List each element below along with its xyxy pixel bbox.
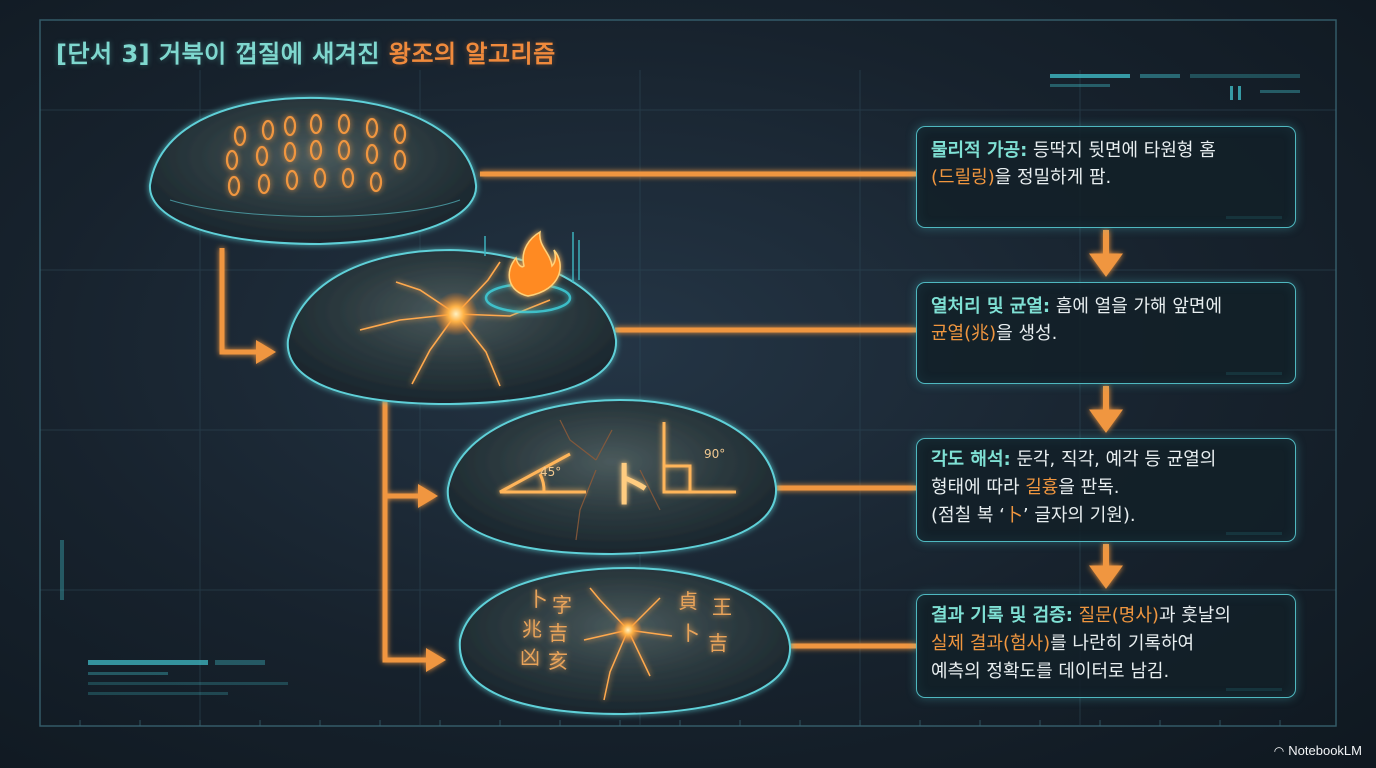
step-2-text-a: 흠에 열을 가해 앞면에 xyxy=(1050,296,1222,317)
shell-3-angles: 45° 90° 卜 xyxy=(448,400,776,554)
step-2-text-b: 을 생성. xyxy=(996,323,1057,344)
step-box-2: 열처리 및 균열: 흠에 열을 가해 앞면에 균열(兆)을 생성. xyxy=(916,282,1296,384)
watermark: ◠ NotebookLM xyxy=(1274,743,1362,758)
step-3-text-d: (점칠 복 ‘ xyxy=(931,505,1005,526)
step-4-highlight-a: 질문(명사) xyxy=(1073,605,1159,626)
svg-text:吉: 吉 xyxy=(548,621,568,645)
svg-text:王: 王 xyxy=(712,595,732,619)
step-3-glyph: 卜 xyxy=(1005,505,1023,526)
shell-1-drilled xyxy=(150,98,476,244)
page-title: [단서 3] 거북이 껍질에 새겨진 왕조의 알고리즘 xyxy=(56,34,556,69)
frame-ticks xyxy=(80,720,1280,726)
title-text: [단서 3] 거북이 껍질에 새겨진 xyxy=(56,40,389,68)
step-2-label: 열처리 및 균열: xyxy=(931,296,1050,317)
step-3-text-a: 둔각, 직각, 예각 등 균열의 xyxy=(1011,449,1217,470)
oracle-glyph-bu: 卜 xyxy=(606,460,650,511)
step-1-highlight: (드릴링) xyxy=(931,167,995,188)
step-3-text-c: 을 판독. xyxy=(1058,477,1119,498)
shell-4-inscribed: 卜 字 兆 吉 凶 亥 貞 王 卜 吉 xyxy=(460,568,790,714)
svg-text:貞: 貞 xyxy=(678,589,698,613)
svg-text:兆: 兆 xyxy=(522,617,542,641)
hud-readout-bottom-left xyxy=(60,540,288,695)
notebooklm-logo-icon: ◠ xyxy=(1274,744,1284,758)
watermark-text: NotebookLM xyxy=(1288,743,1362,758)
step-box-3: 각도 해석: 둔각, 직각, 예각 등 균열의 형태에 따라 길흉을 판독. (… xyxy=(916,438,1296,542)
step-box-4: 결과 기록 및 검증: 질문(명사)과 훗날의 실제 결과(험사)를 나란히 기… xyxy=(916,594,1296,698)
step-1-text-b: 을 정밀하게 팜. xyxy=(995,167,1112,188)
angle-label-left: 45° xyxy=(540,465,561,479)
step-1-text-a: 등딱지 뒷면에 타원형 홈 xyxy=(1027,140,1216,161)
step-3-text-e: ’ 글자의 기원). xyxy=(1023,505,1136,526)
svg-text:卜: 卜 xyxy=(528,587,548,611)
crack-glow xyxy=(614,616,642,644)
step-4-label: 결과 기록 및 검증: xyxy=(931,605,1073,626)
step-3-text-b: 형태에 따라 xyxy=(931,477,1025,498)
svg-text:亥: 亥 xyxy=(548,649,568,673)
shell-2-heated xyxy=(288,232,616,404)
svg-text:卜: 卜 xyxy=(680,621,700,645)
step-4-text-b: 를 나란히 기록하여 xyxy=(1050,633,1194,654)
angle-label-right: 90° xyxy=(704,447,725,461)
step-3-label: 각도 해석: xyxy=(931,449,1011,470)
step-4-highlight-b: 실제 결과(험사) xyxy=(931,633,1050,654)
step-4-text-c: 예측의 정확도를 데이터로 남김. xyxy=(931,658,1281,686)
svg-text:吉: 吉 xyxy=(708,631,728,655)
heat-glow xyxy=(434,292,478,336)
step-3-highlight: 길흉 xyxy=(1025,477,1058,498)
step-1-label: 물리적 가공: xyxy=(931,140,1027,161)
svg-text:字: 字 xyxy=(552,593,572,617)
step-box-1: 물리적 가공: 등딱지 뒷면에 타원형 홈 (드릴링)을 정밀하게 팜. xyxy=(916,126,1296,228)
svg-text:凶: 凶 xyxy=(520,645,540,669)
title-highlight: 왕조의 알고리즘 xyxy=(389,40,556,68)
step-4-text-a: 과 훗날의 xyxy=(1159,605,1231,626)
hud-readout-top-right xyxy=(1050,74,1300,100)
step-2-highlight: 균열(兆) xyxy=(931,323,996,344)
